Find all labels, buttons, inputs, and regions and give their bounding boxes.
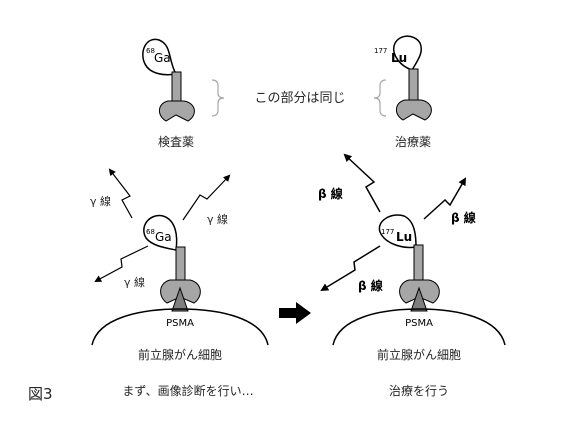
therapeutic-drug-molecule: 177 Lu [374,35,432,121]
cancer-cell-label: 前立腺がん細胞 [138,347,222,362]
psma-receptor [410,286,428,312]
beta-ray-label-2: β 線 [451,210,476,225]
isotope-mass: 177 [374,47,387,55]
gamma-rays [94,168,231,282]
step-caption-imaging: まず、画像診断を行い… [122,383,253,398]
psma-receptor [171,286,189,312]
progress-arrow [279,302,311,324]
chelator-loop [142,38,178,76]
chelator-loop [378,214,417,249]
gamma-ray-label-1: γ 線 [90,194,111,208]
linker-body [413,244,424,282]
diagnostic-drug-caption: 検査薬 [158,135,194,149]
binding-head [396,99,432,121]
gamma-ray-3 [94,245,149,282]
cancer-cell-label: 前立腺がん細胞 [377,347,461,362]
therapeutic-drug-caption: 治療薬 [395,135,431,149]
linker-body [171,71,182,103]
diagnostic-drug-molecule: 68 Ga [142,38,195,122]
isotope-mass: 68 [146,47,155,55]
psma-label: PSMA [166,318,194,329]
linker-body [408,68,419,102]
beta-ray-3 [320,245,381,292]
chelator-loop [143,214,178,251]
gamma-ray-1 [108,168,133,219]
bound-therapeutic-molecule: 177 Lu [378,214,440,304]
left-brace [211,79,225,117]
beta-ray-label-3: β 線 [358,278,383,293]
chelator-loop [392,35,423,71]
cancer-cell-membrane [91,308,269,346]
psma-label: PSMA [405,318,433,329]
gamma-ray-label-2: γ 線 [207,212,228,226]
isotope-mass: 68 [146,228,155,236]
bound-diagnostic-molecule: 68 Ga [143,214,201,304]
linker-body [175,246,186,282]
isotope-symbol: Ga [155,230,172,244]
isotope-mass: 177 [381,228,394,236]
figure-label: 図3 [28,385,53,403]
beta-ray-2 [423,177,466,220]
isotope-symbol: Ga [154,51,171,65]
gamma-ray-label-3: γ 線 [124,275,145,289]
beta-ray-label-1: β 線 [318,186,343,201]
right-brace [373,79,387,117]
gamma-ray-2 [182,174,231,221]
step-caption-therapy: 治療を行う [389,384,449,398]
same-part-note: この部分は同じ [254,91,345,106]
isotope-symbol: Lu [396,230,412,244]
beta-ray-1 [343,153,381,213]
beta-rays [320,153,466,292]
cancer-cell-membrane [332,308,506,346]
isotope-symbol: Lu [391,51,407,65]
binding-head [159,100,195,122]
